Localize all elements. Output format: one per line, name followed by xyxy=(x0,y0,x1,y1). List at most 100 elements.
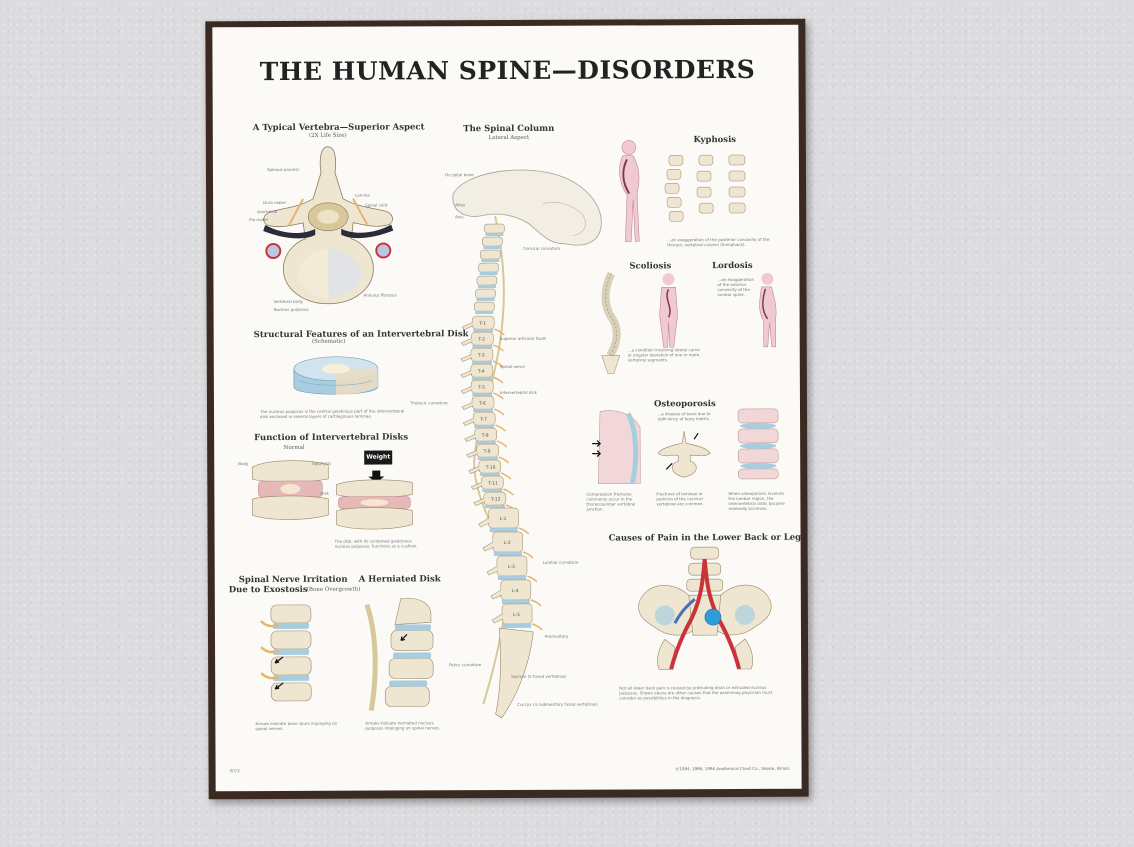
section-herniated-disk: A Herniated Disk xyxy=(358,574,441,585)
spinal-nerve xyxy=(498,456,510,464)
vertebra-label: T-10 xyxy=(485,465,496,471)
spinous-process xyxy=(460,386,473,395)
caption-scoliosis: ...a condition involving lateral curve o… xyxy=(627,347,700,363)
intervertebral-disk xyxy=(477,285,496,289)
label-lumbar-curvature: Lumbar curvature xyxy=(542,559,579,565)
spinous-process xyxy=(478,517,490,528)
copyright: ©1984, 1986, 1996 Anatomical Chart Co., … xyxy=(675,765,790,772)
section-scoliosis: Scoliosis xyxy=(629,261,672,272)
label-epiphysis: Epiphysis xyxy=(312,460,332,466)
cervical-vertebra xyxy=(473,301,495,312)
label-arachnoid: Arachnoid xyxy=(257,209,278,215)
vertebra-label: T-9 xyxy=(483,449,491,455)
vertebra-label: T-4 xyxy=(477,369,485,375)
spinous-process xyxy=(460,354,472,363)
section-nerve-irritation-1: Spinal Nerve Irritation xyxy=(238,574,348,586)
normal-disk-illustration xyxy=(251,460,329,520)
caption-lordosis: ...an exaggeration of the anterior conve… xyxy=(717,276,755,298)
vertebra-label: T-5 xyxy=(477,385,485,391)
weight-badge: Weight xyxy=(364,450,393,465)
section-typical-vertebra: A Typical Vertebra—Superior Aspect xyxy=(252,122,425,134)
exostosis-illustration xyxy=(260,604,312,702)
spinal-nerve xyxy=(494,424,506,432)
section-nerve-irritation-2: Due to Exostosis xyxy=(228,584,308,596)
caption-osteo-right: When osteoporosis involves the lumbar re… xyxy=(728,490,785,512)
spinal-nerve xyxy=(503,488,514,496)
caption-herniated: Arrows indicate herniated nucleus pulpos… xyxy=(365,720,440,731)
caption-exostosis: Arrows indicate bone spurs impinging on … xyxy=(255,720,338,732)
intervertebral-disk xyxy=(474,425,495,429)
label-annulus-fibrosus: Annulus fibrosus xyxy=(363,292,397,298)
label-spinal-nerve: Spinal nerve xyxy=(499,363,525,370)
caption-kyphosis: ...an exaggeration of the posterior conc… xyxy=(667,236,770,248)
spinous-process xyxy=(470,482,483,490)
spinous-process xyxy=(461,402,474,411)
label-coccyx: Coccyx (4 rudimentary fused vertebrae) xyxy=(517,701,598,707)
kyphosis-figure xyxy=(619,140,640,242)
vertebra-label: T-2 xyxy=(477,337,485,343)
label-sacrum: Sacrum (5 fused vertebrae) xyxy=(511,673,567,679)
label-intervertebral-disk: Intervertebral disk xyxy=(499,389,537,396)
cervical-vertebra xyxy=(478,262,499,273)
label-pelvic-curvature: Pelvic curvature xyxy=(449,662,482,668)
weighted-disk-illustration xyxy=(336,470,413,530)
intervertebral-disk xyxy=(475,441,496,445)
spinous-process xyxy=(490,589,502,600)
intervertebral-disk xyxy=(472,345,493,349)
spinous-process xyxy=(473,498,485,506)
intervertebral-disk xyxy=(476,298,495,302)
caption-osteoporosis: ...a disease of bone due to deficiency o… xyxy=(657,411,711,422)
spinal-nerve xyxy=(531,623,543,631)
vertebra-label: T-8 xyxy=(481,433,489,439)
intervertebral-disk xyxy=(484,505,505,509)
spinal-nerve xyxy=(522,551,534,559)
intervertebral-disk xyxy=(503,623,532,629)
pelvis-illustration xyxy=(638,546,772,670)
label-spinous-process: Spinous process xyxy=(266,166,300,173)
cervical-vertebra xyxy=(484,223,505,234)
label-superior-articular-facet: Superior articular facet xyxy=(499,335,546,342)
spinal-nerve xyxy=(492,376,504,384)
vertebra-label: L-3 xyxy=(508,564,515,570)
scoliosis-spine xyxy=(601,271,621,374)
caption-osteo-mid: Fractures of laminae or pedicles of the … xyxy=(656,491,704,507)
cervical-vertebra xyxy=(482,236,503,247)
spinal-nerve xyxy=(530,599,542,607)
spinal-nerve xyxy=(500,472,512,480)
section-osteoporosis: Osteoporosis xyxy=(653,399,716,410)
section-spinal-column-sub: Lateral Aspect xyxy=(488,134,530,142)
spinous-process xyxy=(468,466,480,474)
caption-disk: The nucleus pulposus is the central gela… xyxy=(259,408,405,420)
section-spinal-column: The Spinal Column xyxy=(463,123,555,135)
label-nucleus-pulposus: Nucleus pulposus xyxy=(273,306,309,313)
intervertebral-disk xyxy=(483,246,502,250)
scoliosis-figure xyxy=(659,273,678,348)
label-body: Body xyxy=(238,461,249,467)
caption-function: The disk, with its contained gelatinous … xyxy=(334,538,418,549)
spinal-nerve xyxy=(493,408,505,416)
spinal-nerve xyxy=(493,392,504,400)
label-disk: Disk xyxy=(320,490,329,496)
intervertebral-disk xyxy=(473,409,494,413)
intervertebral-disk xyxy=(479,272,498,276)
spinal-nerve xyxy=(526,575,538,583)
spinal-nerve xyxy=(493,328,505,336)
caption-causes: Not all lower back pain is caused by pro… xyxy=(619,684,773,701)
intervertebral-disk xyxy=(497,575,527,581)
spinal-nerve xyxy=(518,527,530,535)
caption-osteo-left: Compression fractures commonly occur in … xyxy=(586,491,636,512)
intervertebral-disk xyxy=(485,233,504,237)
intervertebral-disk xyxy=(471,361,492,365)
spinous-process xyxy=(466,450,478,458)
vertebra-label: L-1 xyxy=(500,516,507,522)
spinous-process xyxy=(462,418,475,426)
spinous-process xyxy=(482,541,494,552)
intervertebral-disk xyxy=(477,457,498,461)
cervical-vertebra xyxy=(475,288,496,299)
spinal-nerve xyxy=(492,360,504,368)
spinous-process xyxy=(460,370,472,379)
vertebra-label: T-1 xyxy=(478,321,486,327)
intervertebral-disk xyxy=(501,599,530,605)
